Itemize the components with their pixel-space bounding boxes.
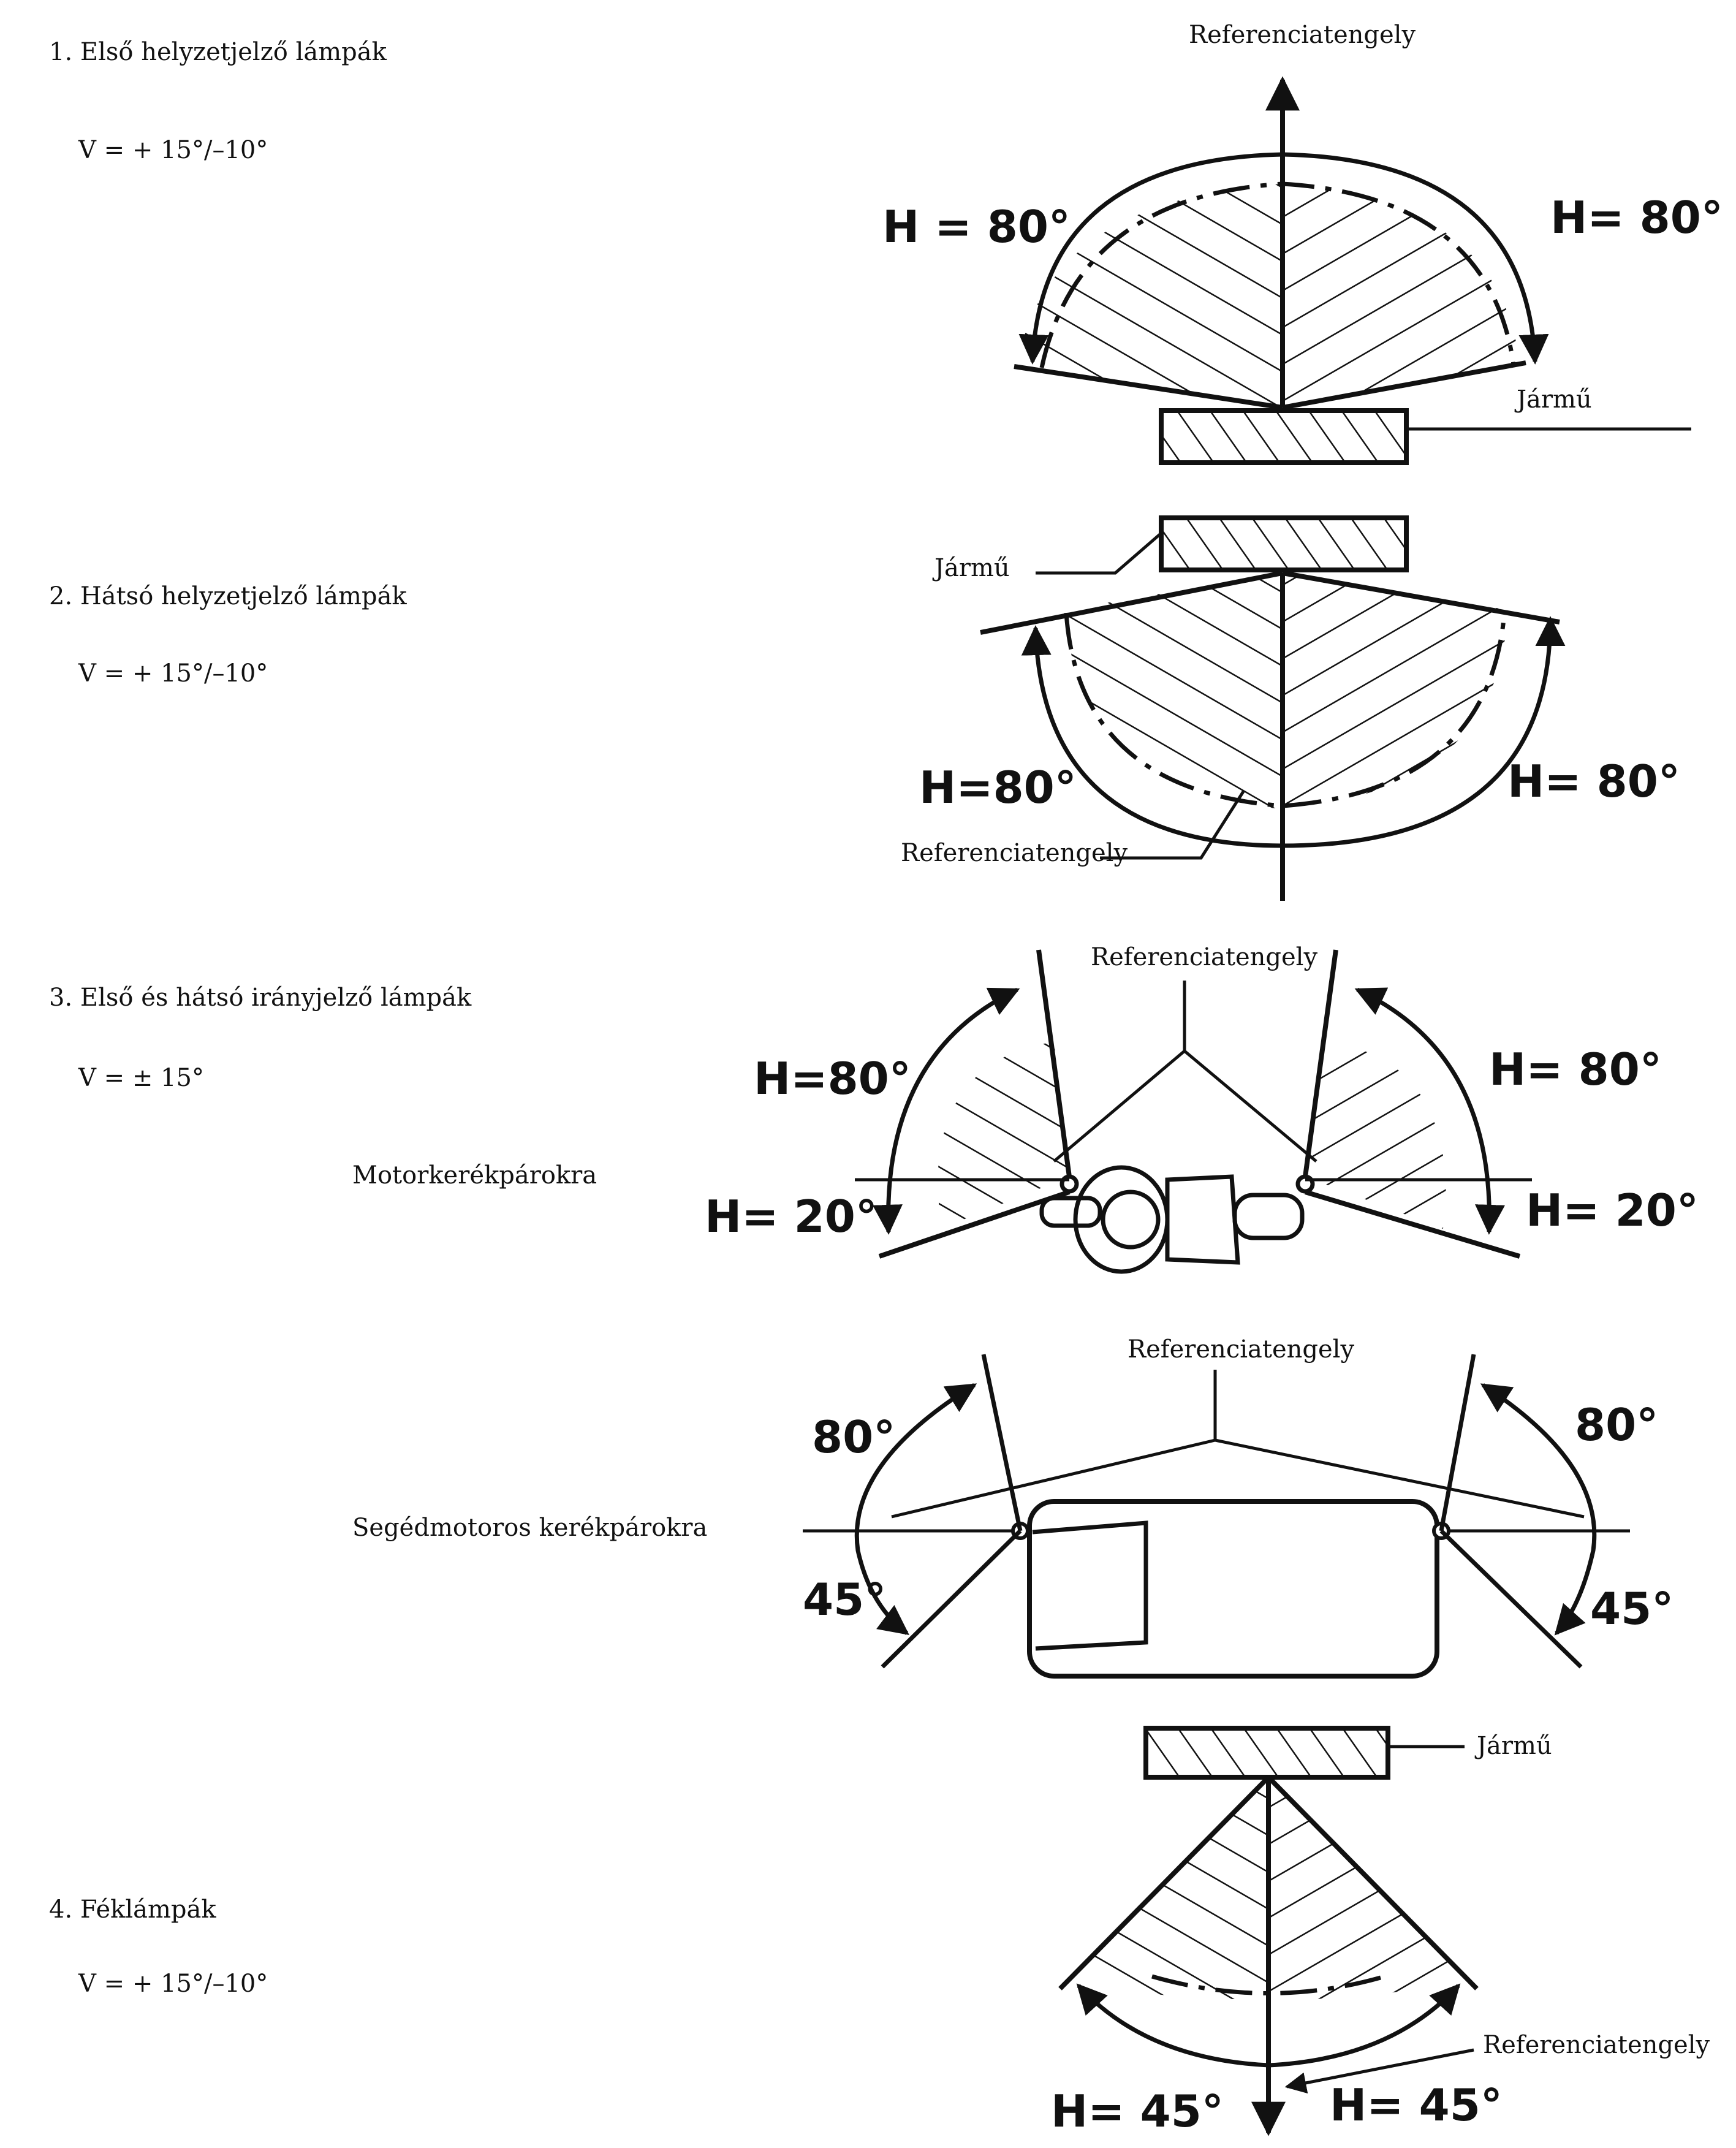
section-3-moped-label: Segédmotoros kerékpárokra [352, 1514, 708, 1542]
d3-moto-rider [1073, 1165, 1170, 1274]
d2-dash-arc [1064, 612, 1507, 808]
d5-h-right: H= 45° [1330, 2079, 1503, 2131]
d3-motorcycle [1039, 1165, 1315, 1274]
d3-h-left-top: H=80° [754, 1053, 911, 1104]
section-2-heading: 2. Hátsó helyzetjelző lámpák [49, 582, 407, 610]
d3-right-arc [1354, 987, 1505, 1235]
d5-axis-label: Referenciatengely [1483, 2031, 1710, 2059]
section-1-heading: 1. Első helyzetjelző lámpák [49, 38, 387, 66]
d3-moto-front-wheel [1039, 1196, 1102, 1228]
d2-vehicle-leader [1036, 532, 1162, 575]
d2-baseline-left [980, 571, 1283, 635]
d4-moped-seat [1032, 1520, 1148, 1651]
d5-hatch-right [1268, 1777, 1465, 1999]
diagram-4-moped-indicators: Referenciatengely 80° 80° 45° 45° [803, 1335, 1673, 1679]
d4-left-lower-ray [881, 1529, 1022, 1669]
section-4-formula: V = + 15°/–10° [78, 1970, 268, 1998]
d5-axis-leader [1284, 2048, 1474, 2094]
d3-h-right-bottom: H= 20° [1526, 1185, 1699, 1236]
d4-left-bottom: 45° [803, 1574, 886, 1625]
section-1-formula: V = + 15°/–10° [78, 136, 268, 164]
d4-right-bottom: 45° [1590, 1583, 1673, 1634]
d1-hatch-right [1283, 184, 1520, 408]
section-2-formula: V = + 15°/–10° [78, 659, 268, 688]
d5-vehicle [1143, 1726, 1390, 1780]
d4-moped-body [1027, 1499, 1439, 1679]
d2-vehicle [1159, 515, 1409, 572]
d4-axis-label: Referenciatengely [1128, 1335, 1354, 1364]
d3-left-upper-ray [1036, 949, 1072, 1177]
d1-h-left: H = 80° [882, 201, 1071, 252]
d4-left-upper-ray [981, 1354, 1023, 1531]
diagram-5-stop-lamps: Jármű Referenciatengely H= 45° H= 45° [1051, 1726, 1710, 2137]
d3-axis-label: Referenciatengely [1091, 943, 1317, 971]
d3-h-left-bottom: H= 20° [705, 1191, 877, 1242]
d3-axis-fork [1053, 1049, 1317, 1163]
d2-axis-label: Referenciatengely [901, 839, 1128, 867]
d4-right-top: 80° [1575, 1399, 1658, 1451]
d2-baseline-right [1282, 571, 1560, 624]
section-4-heading: 4. Féklámpák [49, 1896, 216, 1924]
diagram-2-rear-position: Jármű Referenciatengely H=80° H= 80° [901, 515, 1680, 901]
d1-vehicle [1159, 408, 1409, 465]
d2-h-left: H=80° [919, 762, 1077, 813]
d5-hatch-left [1075, 1777, 1268, 1999]
d4-right-lower-ray [1439, 1529, 1583, 1669]
d2-h-right: H= 80° [1507, 756, 1680, 807]
d4-right-upper-ray [1439, 1354, 1476, 1531]
d3-moto-lamp-left [1059, 1174, 1079, 1194]
d5-h-left: H= 45° [1051, 2085, 1224, 2137]
d5-vehicle-label: Jármű [1474, 1732, 1552, 1760]
d1-vehicle-label: Jármű [1514, 385, 1592, 414]
d3-left-arc [873, 987, 1020, 1235]
d3-moto-tank [1165, 1174, 1240, 1265]
diagram-3-motorcycle-indicators: Referenciatengely H=80° H= 80° H= 20° H=… [705, 943, 1699, 1274]
d5-left-ray [1058, 1775, 1270, 1991]
diagram-1-front-position: Referenciatengely Jármű H = 80° H= 80° [882, 21, 1723, 465]
d1-axis-label: Referenciatengely [1189, 21, 1416, 49]
d1-h-right: H= 80° [1550, 192, 1723, 243]
d5-right-ray [1267, 1775, 1479, 1991]
section-3-formula: V = ± 15° [78, 1064, 204, 1092]
d3-moto-helmet [1101, 1190, 1161, 1250]
d4-left-arc [854, 1383, 977, 1635]
d1-baseline-right [1282, 360, 1526, 410]
d1-baseline-left [1014, 364, 1283, 410]
d3-moto-rear [1232, 1193, 1305, 1240]
d2-vehicle-label: Jármű [932, 554, 1010, 582]
d3-h-right-top: H= 80° [1489, 1044, 1662, 1095]
section-3-motorcycle-label: Motorkerékpárokra [352, 1161, 597, 1190]
d4-left-top: 80° [812, 1411, 895, 1463]
d4-right-arc [1480, 1383, 1597, 1636]
d3-moto-lamp-right [1295, 1174, 1315, 1194]
section-3-heading: 3. Első és hátsó irányjelző lámpák [49, 984, 472, 1012]
d3-right-upper-ray [1303, 949, 1338, 1177]
d2-axis-leader [1100, 789, 1246, 860]
